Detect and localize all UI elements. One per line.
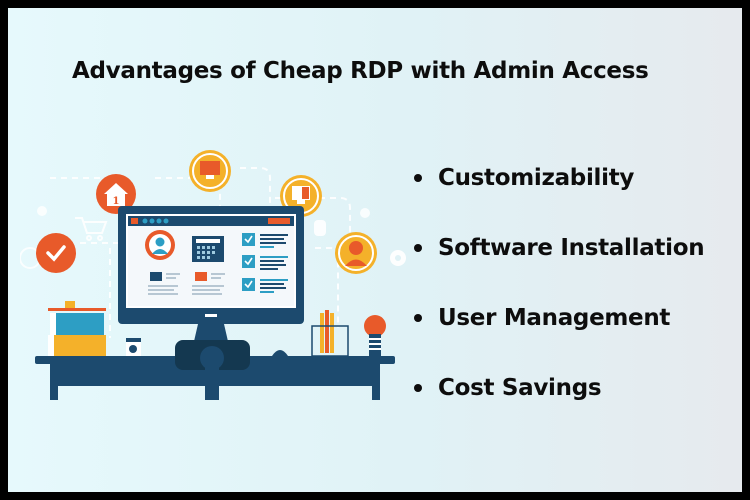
- list-item-label: Software Installation: [438, 235, 705, 261]
- list-item: Cost Savings: [412, 368, 704, 438]
- mouse: [272, 350, 288, 356]
- monitor: [118, 206, 304, 350]
- advantages-list: Customizability Software Installation Us…: [412, 158, 705, 438]
- monitor-icon: [189, 150, 231, 192]
- lock-icon: [314, 220, 326, 236]
- books: [48, 301, 106, 356]
- home-icon: 1: [96, 174, 136, 214]
- list-item: Customizability: [412, 158, 704, 228]
- list-item-label: User Management: [438, 305, 671, 331]
- svg-text:1: 1: [113, 196, 120, 207]
- workspace-illustration: 1: [20, 150, 406, 400]
- cart-icon: [75, 217, 108, 241]
- list-item-label: Customizability: [438, 165, 635, 191]
- desk-clock: [126, 338, 141, 356]
- lightbulb-icon: [364, 315, 386, 356]
- bullet-icon: [414, 314, 422, 322]
- page-title: Advantages of Cheap RDP with Admin Acces…: [72, 58, 649, 84]
- list-item-label: Cost Savings: [438, 375, 602, 401]
- pencil-cup: [311, 310, 349, 357]
- list-item: User Management: [412, 298, 704, 368]
- bullet-icon: [414, 174, 422, 182]
- user-icon: [335, 232, 377, 274]
- checkmark-icon: [36, 233, 76, 273]
- gear-icon: [390, 250, 406, 266]
- infographic-canvas: Advantages of Cheap RDP with Admin Acces…: [8, 8, 742, 492]
- desk: [35, 340, 395, 400]
- list-item: Software Installation: [412, 228, 705, 298]
- bullet-icon: [414, 244, 422, 252]
- bullet-icon: [414, 384, 422, 392]
